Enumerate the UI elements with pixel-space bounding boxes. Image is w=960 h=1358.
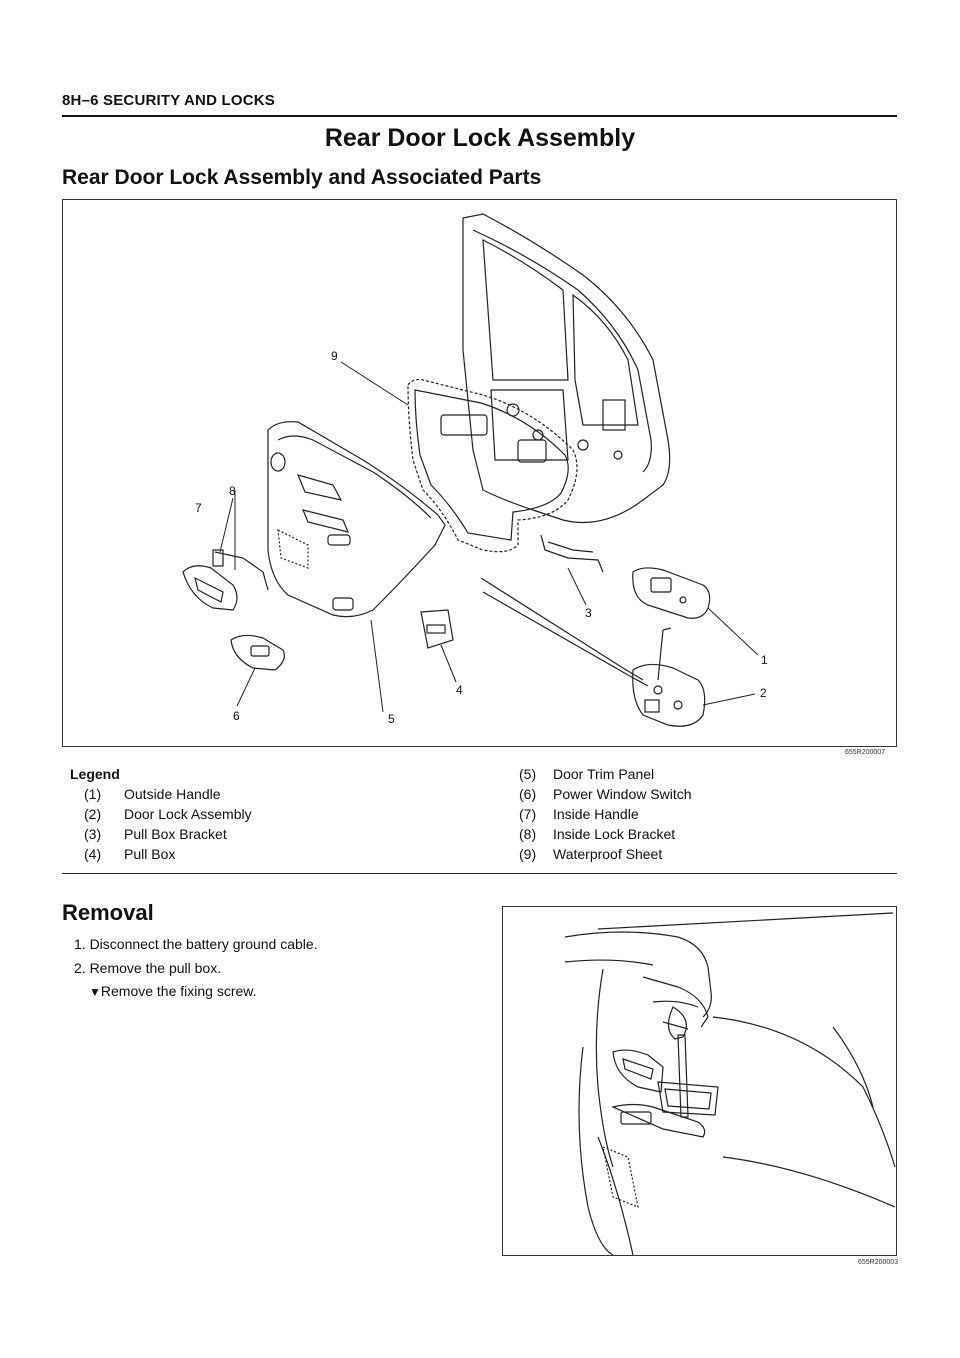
- figure-code: 655R200007: [845, 749, 886, 756]
- legend-number: (7): [519, 806, 537, 822]
- pull-box-removal-illustration: [502, 906, 897, 1256]
- legend-number: (2): [84, 806, 102, 822]
- callout-4: 4: [456, 683, 463, 697]
- callout-5: 5: [388, 712, 395, 726]
- removal-step: 2. Remove the pull box.: [74, 960, 222, 976]
- substep-text: Remove the fixing screw.: [100, 983, 257, 999]
- legend-item: (2) Door Lock Assembly: [84, 806, 484, 824]
- legend-item: (1) Outside Handle: [84, 786, 484, 804]
- removal-heading: Removal: [62, 900, 154, 925]
- legend-label: Door Trim Panel: [553, 766, 655, 782]
- legend-item: (7) Inside Handle: [519, 806, 889, 824]
- legend-label: Outside Handle: [124, 786, 221, 802]
- legend-label: Pull Box Bracket: [124, 826, 227, 842]
- legend-label: Inside Handle: [553, 806, 639, 822]
- legend-item: (9) Waterproof Sheet: [519, 846, 889, 864]
- legend-number: (8): [519, 826, 537, 842]
- callout-1: 1: [761, 653, 768, 667]
- legend-label: Door Lock Assembly: [124, 806, 252, 822]
- removal-step: 1. Disconnect the battery ground cable.: [74, 936, 318, 952]
- callout-6: 6: [233, 709, 240, 723]
- door-parts-illustration: 1 2 3 4 5 6 7 8 9: [182, 213, 768, 727]
- page-header: 8H–6 SECURITY AND LOCKS: [62, 92, 275, 109]
- legend-item: (4) Pull Box: [84, 846, 484, 864]
- triangle-bullet-icon: ▼: [89, 985, 101, 999]
- removal-substep: ▼Remove the fixing screw.: [89, 983, 257, 999]
- page-title: Rear Door Lock Assembly: [324, 124, 636, 152]
- legend-label: Waterproof Sheet: [553, 846, 663, 862]
- legend-label: Pull Box: [124, 846, 176, 862]
- legend-number: (4): [84, 846, 102, 862]
- legend-number: (6): [519, 786, 537, 802]
- legend-heading: Legend: [70, 766, 120, 782]
- legend-item: (6) Power Window Switch: [519, 786, 889, 804]
- exploded-door-diagram: 1 2 3 4 5 6 7 8 9: [62, 199, 897, 747]
- legend-item: (8) Inside Lock Bracket: [519, 826, 889, 844]
- callout-7: 7: [195, 501, 202, 515]
- callout-2: 2: [760, 686, 767, 700]
- legend-item: (5) Door Trim Panel: [519, 766, 889, 784]
- callout-8: 8: [229, 484, 236, 498]
- legend-label: Power Window Switch: [553, 786, 692, 802]
- figure-code: 655R200003: [858, 1259, 899, 1266]
- legend-number: (3): [84, 826, 102, 842]
- legend-label: Inside Lock Bracket: [553, 826, 676, 842]
- callout-9: 9: [331, 349, 338, 363]
- legend-number: (9): [519, 846, 537, 862]
- section-divider: [62, 873, 897, 874]
- section-subtitle: Rear Door Lock Assembly and Associated P…: [62, 166, 542, 189]
- callout-3: 3: [585, 606, 592, 620]
- header-rule: [62, 115, 897, 117]
- hand-screwdriver-illustration: [564, 912, 896, 1256]
- legend-number: (1): [84, 786, 102, 802]
- legend-item: (3) Pull Box Bracket: [84, 826, 484, 844]
- legend-number: (5): [519, 766, 537, 782]
